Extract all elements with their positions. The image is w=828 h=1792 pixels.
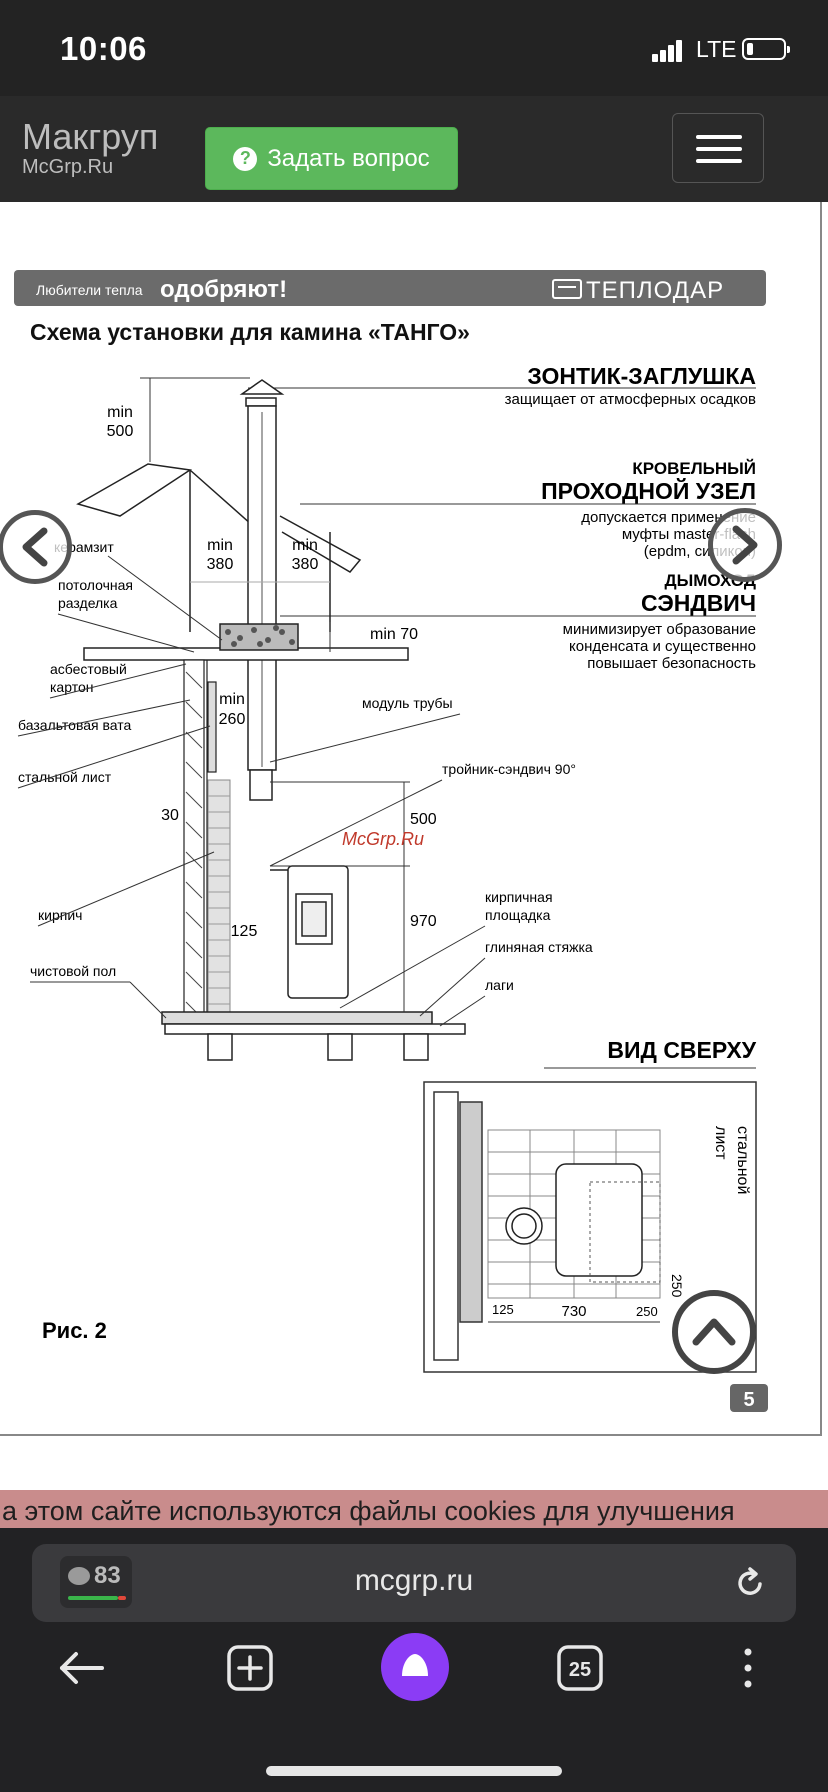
arrow-left-icon[interactable] [56, 1646, 108, 1690]
protect-counter[interactable]: 83 [60, 1556, 132, 1608]
top-steel1: стальной [734, 1126, 751, 1194]
dim-500-tee: 500 [410, 811, 437, 828]
ceiling [83, 623, 409, 661]
label-modul: модуль трубы [362, 695, 453, 711]
tabs-count: 25 [569, 1659, 591, 1681]
callout-zontik-title: ЗОНТИК-ЗАГЛУШКА [527, 363, 756, 389]
callout-dym-desc2: конденсата и существенно [569, 638, 756, 655]
alice-icon[interactable] [380, 1632, 450, 1702]
question-icon: ? [233, 146, 258, 171]
label-asbest1: асбестовый [50, 661, 127, 677]
label-kirpich: кирпич [38, 907, 82, 923]
chimney-pipe [239, 379, 285, 801]
label-bazalt: базальтовая вата [18, 717, 131, 733]
chevron-up-icon [692, 1318, 736, 1346]
cookie-text: а этом сайте используются файлы cookies … [2, 1496, 735, 1526]
dim-min-label-a: min [107, 404, 133, 421]
callout-zontik-desc: защищает от атмосферных осадков [505, 391, 756, 408]
label-styazhka: глиняная стяжка [485, 939, 593, 955]
label-potol1: потолочная [58, 577, 133, 593]
ask-question-label: Задать вопрос [267, 144, 430, 172]
top-dim-730: 730 [561, 1303, 586, 1320]
network-type: LTE [696, 36, 737, 62]
home-indicator [266, 1766, 562, 1776]
more-vertical-icon[interactable] [738, 1646, 758, 1690]
dim-min70: min 70 [370, 626, 418, 643]
floor [161, 1011, 466, 1061]
logo-domain: McGrp.Ru [22, 156, 114, 178]
banner-big-text: одобряют! [160, 276, 287, 303]
tabs-icon[interactable]: 25 [556, 1644, 604, 1692]
dim-min-label-b: min [207, 537, 233, 554]
callout-krov-desc1: допускается применение [581, 509, 756, 526]
callout-dym-desc1: минимизирует образование [563, 621, 756, 638]
page-number: 5 [743, 1389, 754, 1411]
hamburger-menu-button[interactable] [672, 113, 764, 183]
chevron-right-icon [732, 525, 758, 565]
label-ploshadka2: площадка [485, 907, 551, 923]
top-dim-250a: 250 [636, 1304, 658, 1319]
label-pol: чистовой пол [30, 963, 116, 979]
url-text[interactable]: mcgrp.ru [354, 1564, 474, 1597]
cookie-banner[interactable]: а этом сайте используются файлы cookies … [0, 1490, 828, 1534]
battery-icon [742, 38, 790, 60]
document-page: Любители тепла одобряют! ТЕПЛОДАР Схема … [0, 202, 822, 1436]
label-asbest2: картон [50, 679, 93, 695]
dim-260: 260 [219, 711, 246, 728]
callout-krov-title2: ПРОХОДНОЙ УЗЕЛ [541, 477, 756, 504]
plus-square-icon[interactable] [226, 1644, 274, 1692]
status-time: 10:06 [60, 30, 147, 67]
callout-krov-title1: КРОВЕЛЬНЫЙ [632, 459, 756, 478]
brand-logo-icon [552, 279, 582, 299]
site-header: Макгруп McGrp.Ru ? Задать вопрос [0, 96, 828, 202]
figure-label: Рис. 2 [42, 1318, 107, 1343]
brick-screen [207, 779, 231, 1021]
chat-bubble-icon [68, 1567, 90, 1585]
dim-125-side: 125 [231, 923, 258, 940]
next-page-button[interactable] [708, 508, 782, 582]
dim-380-left: 380 [207, 556, 234, 573]
top-dim-125: 125 [492, 1302, 514, 1317]
label-potol2: разделка [58, 595, 118, 611]
dim-min-label-c: min [292, 537, 318, 554]
installation-diagram: Любители тепла одобряют! ТЕПЛОДАР Схема … [14, 270, 768, 1412]
dim-970: 970 [410, 913, 437, 930]
status-bar: 10:06 LTE [0, 0, 828, 96]
brand-name: ТЕПЛОДАР [586, 277, 724, 304]
address-bar[interactable]: 83 mcgrp.ru [32, 1544, 796, 1622]
diagram-title: Схема установки для камина «ТАНГО» [30, 319, 470, 345]
ask-question-button[interactable]: ? Задать вопрос [205, 127, 458, 190]
callout-dym-desc3: повышает безопасность [587, 655, 756, 672]
logo-name: Макгруп [22, 116, 159, 157]
wall [183, 659, 217, 1021]
top-view-stove [505, 1163, 643, 1277]
label-lagi: лаги [485, 977, 514, 993]
dim-380-right: 380 [292, 556, 319, 573]
protect-count: 83 [94, 1562, 121, 1589]
label-stal: стальной лист [18, 769, 112, 785]
page-number-badge [730, 1384, 768, 1412]
dim-30: 30 [161, 807, 179, 824]
reload-icon[interactable] [734, 1566, 766, 1600]
browser-toolbar: 83 mcgrp.ru 25 [0, 1528, 828, 1792]
chevron-left-icon [22, 527, 48, 567]
top-dim-250b: 250 [669, 1274, 685, 1298]
prev-page-button[interactable] [0, 510, 72, 584]
top-steel2: лист [712, 1126, 729, 1160]
watermark: McGrp.Ru [342, 829, 424, 849]
fireplace-tango [270, 865, 349, 999]
dim-500-top: 500 [107, 423, 134, 440]
signal-icon [652, 40, 684, 62]
label-troinik: тройник-сэндвич 90° [442, 761, 576, 777]
callout-dym-title2: СЭНДВИЧ [641, 590, 756, 616]
banner-small-text: Любители тепла [36, 282, 143, 298]
dim-min-label-d: min [219, 691, 245, 708]
site-logo[interactable]: Макгруп McGrp.Ru [22, 116, 159, 179]
top-view-title: ВИД СВЕРХУ [607, 1037, 756, 1063]
scroll-to-top-button[interactable] [672, 1290, 756, 1374]
label-ploshadka1: кирпичная [485, 889, 553, 905]
